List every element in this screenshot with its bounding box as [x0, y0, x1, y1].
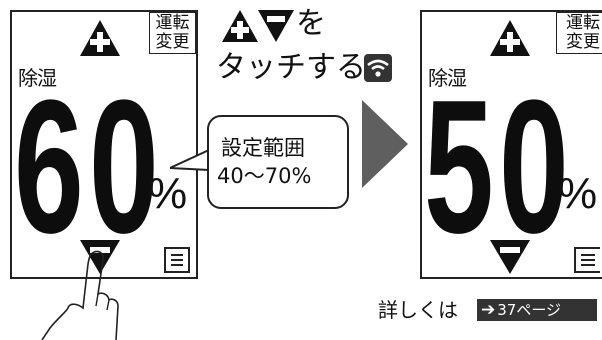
menu-button[interactable] — [164, 247, 190, 273]
instruction-line1-suffix: を — [296, 6, 326, 41]
setting-range-value: 40〜70% — [217, 164, 312, 188]
mode-label: 除湿 — [18, 66, 57, 90]
plus-button-icon[interactable] — [80, 20, 120, 56]
setting-range-callout: 設定範囲 40〜70% — [207, 115, 349, 209]
arrow-right-icon: ➔ — [481, 300, 496, 320]
more-info-label: 詳しくは — [378, 298, 458, 322]
humidity-value: 60 — [14, 61, 165, 273]
mode-change-label-2: 変更 — [155, 32, 190, 52]
bubble-pointer — [170, 149, 210, 171]
setting-range-title: 設定範囲 — [221, 136, 305, 160]
page-reference-link[interactable]: ➔37ページ — [477, 299, 597, 321]
percent-unit: % — [148, 169, 188, 218]
wifi-icon — [364, 54, 392, 82]
plus-button-icon-small — [222, 10, 258, 42]
instruction-line2: タッチする — [216, 50, 366, 85]
percent-unit: % — [558, 169, 598, 218]
mode-change-label-2: 変更 — [566, 32, 600, 52]
minus-button-icon-small — [258, 10, 294, 42]
mode-label: 除湿 — [428, 66, 467, 90]
page-reference-label: 37ページ — [497, 301, 562, 319]
remote-display-before: 運転 変更 除湿 60 % — [10, 10, 198, 279]
menu-button[interactable] — [574, 247, 600, 273]
pointing-hand-icon — [41, 250, 119, 340]
remote-display-after: 運転 変更 除湿 50 % — [420, 10, 602, 279]
humidity-value: 50 — [424, 61, 575, 273]
minus-button-icon[interactable] — [80, 240, 120, 274]
mode-change-button[interactable]: 運転 変更 — [149, 12, 196, 54]
mode-change-button[interactable]: 運転 変更 — [556, 12, 602, 54]
right-arrow-icon — [362, 100, 408, 188]
mode-change-label-1: 運転 — [155, 13, 190, 33]
mode-change-label-1: 運転 — [566, 13, 600, 33]
minus-button-icon[interactable] — [490, 240, 530, 274]
plus-button-icon[interactable] — [490, 20, 530, 56]
